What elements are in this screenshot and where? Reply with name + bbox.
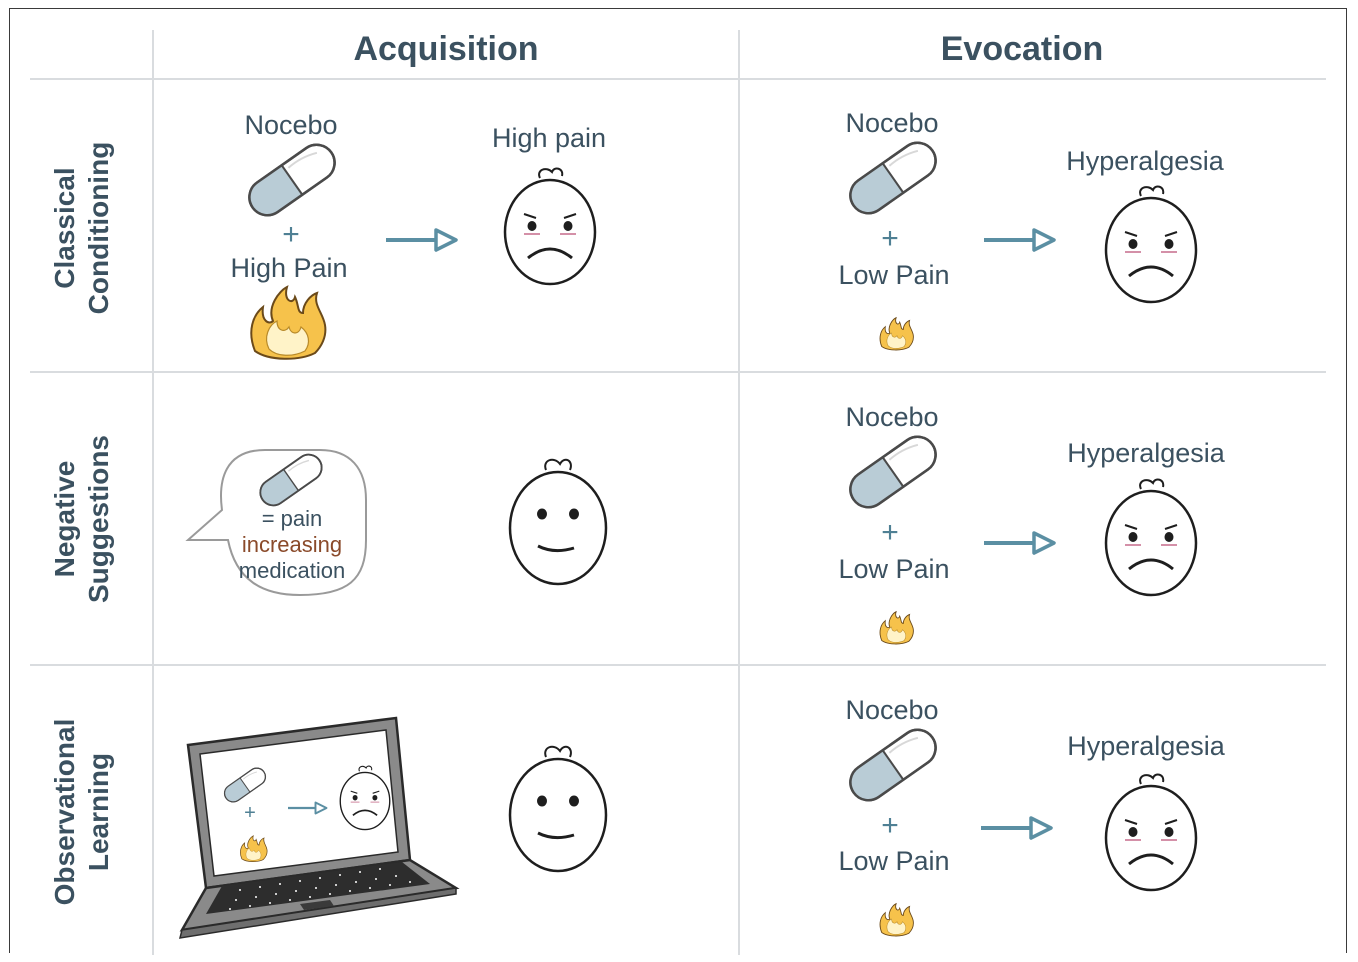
plus-sign: + [282,218,300,251]
neutral-face-icon [508,458,608,586]
bubble-text: = pain increasing medication [212,506,372,584]
column-heading-acquisition: Acquisition [353,30,539,68]
speech-bubble [185,449,367,597]
arrow-icon [384,228,458,252]
arrow-icon [979,816,1053,840]
high-pain-stimulus-label: High Pain [230,253,348,283]
laptop-icon [178,716,460,939]
arrow-icon [982,228,1056,252]
row-divider-2 [30,664,1326,666]
nocebo-label: Nocebo [845,402,939,432]
row-divider-1 [30,371,1326,373]
hyperalgesia-label: Hyperalgesia [1067,438,1225,468]
nocebo-pill-icon [842,721,944,809]
high-pain-outcome-label: High pain [491,123,607,153]
hyperalgesia-label: Hyperalgesia [1067,731,1225,761]
low-pain-flame-icon [879,903,914,937]
neutral-face-icon [508,745,608,873]
low-pain-flame-icon [879,611,914,645]
plus-sign: + [881,222,899,255]
nocebo-pill-icon [842,428,944,516]
nocebo-pill-icon [241,136,343,224]
hyperalgesia-label: Hyperalgesia [1066,146,1224,176]
bubble-line-1: = pain [261,506,323,531]
low-pain-label: Low Pain [838,554,950,584]
sad-face-icon [1104,478,1198,597]
plus-sign: + [881,809,899,842]
low-pain-flame-icon [879,317,914,351]
high-pain-flame-icon [250,286,327,360]
low-pain-label: Low Pain [838,260,950,290]
col-divider-2 [738,30,740,955]
laptop-plus-sign: + [244,802,256,824]
header-divider [30,78,1326,80]
sad-face-icon [503,167,597,286]
bubble-line-3: medication [238,558,346,583]
nocebo-pill-icon [842,134,944,222]
col-divider-1 [152,30,154,955]
arrow-icon [982,531,1056,555]
column-heading-evocation: Evocation [940,30,1104,68]
nocebo-label: Nocebo [244,110,338,140]
nocebo-label: Nocebo [845,695,939,725]
bubble-line-2: increasing [241,532,343,557]
low-pain-label: Low Pain [838,846,950,876]
sad-face-icon [1104,773,1198,892]
nocebo-label: Nocebo [845,108,939,138]
plus-sign: + [881,516,899,549]
sad-face-icon [1104,185,1198,304]
